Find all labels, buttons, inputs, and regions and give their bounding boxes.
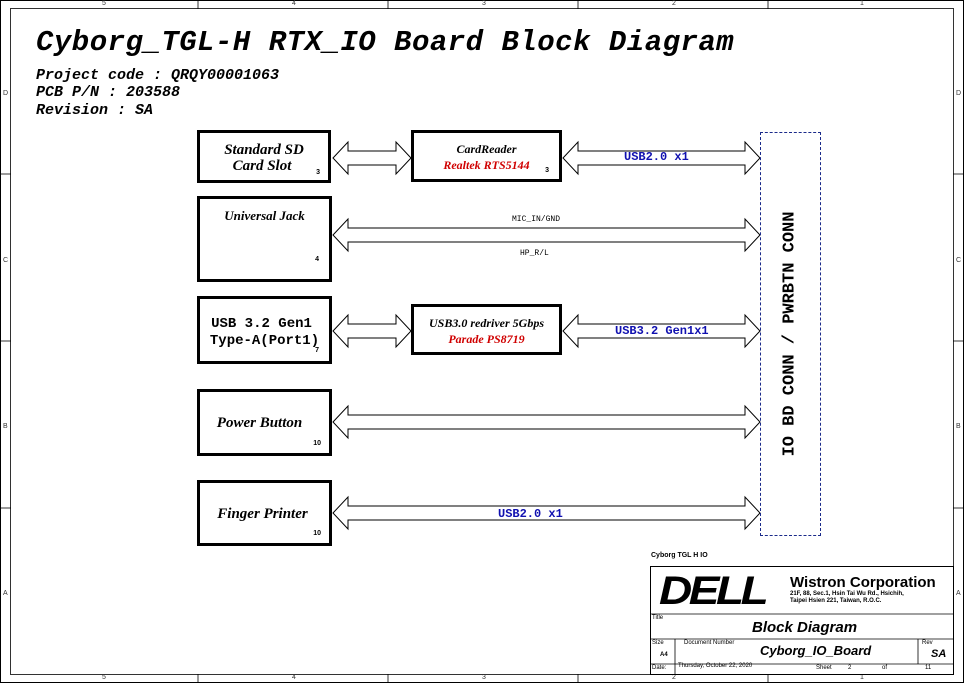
usb-block-line2: Type-A(Port1) bbox=[209, 333, 320, 349]
power-button-name: Power Button bbox=[216, 415, 303, 431]
zone-col-2: 2 bbox=[672, 0, 676, 7]
size-value: A4 bbox=[660, 652, 668, 658]
sd-block-line2: Card Slot bbox=[232, 158, 292, 174]
zone-col-4-bottom: 4 bbox=[292, 674, 296, 681]
title-label: Title bbox=[652, 615, 664, 621]
revision: Revision : SA bbox=[36, 102, 154, 119]
zone-row-a: A bbox=[3, 590, 8, 597]
sd-block-line1: Standard SD bbox=[224, 142, 304, 158]
zone-col-1-bottom: 1 bbox=[860, 674, 864, 681]
usb-type-a-block: USB 3.2 Gen1 Type-A(Port1) 7 bbox=[197, 296, 332, 364]
zone-col-4: 4 bbox=[292, 0, 296, 7]
rev-value: SA bbox=[931, 648, 947, 660]
jack-name: Universal Jack bbox=[224, 208, 305, 223]
arrow-power-conn bbox=[332, 404, 761, 440]
cardreader-bus-label: USB2.0 x1 bbox=[624, 150, 689, 164]
sheet-reference: Cyborg TGL H IO bbox=[651, 552, 708, 559]
zone-row-d-right: D bbox=[956, 90, 962, 97]
doc-number-value: Cyborg_IO_Board bbox=[760, 643, 872, 658]
title-block-frame bbox=[650, 566, 954, 675]
io-connector-label: IO BD CONN / PWRBTN CONN bbox=[780, 211, 800, 457]
redriver-name: USB3.0 redriver 5Gbps bbox=[428, 316, 544, 330]
finger-printer-name: Finger Printer bbox=[217, 506, 308, 522]
hp-signal-label: HP_R/L bbox=[520, 249, 549, 258]
zone-row-c: C bbox=[3, 257, 9, 264]
company-address-1: 21F, 88, Sec.1, Hsin Tai Wu Rd., Hsichih… bbox=[790, 591, 904, 597]
title-value: Block Diagram bbox=[752, 619, 858, 636]
usb-page-ref: 7 bbox=[315, 347, 319, 354]
of-value: 11 bbox=[925, 665, 932, 671]
rev-label: Rev bbox=[922, 640, 933, 646]
project-code: Project code : QRQY00001063 bbox=[36, 67, 280, 84]
zone-col-5: 5 bbox=[102, 0, 106, 7]
arrow-usb-redriver bbox=[332, 313, 412, 349]
size-label: Size bbox=[652, 640, 664, 646]
cardreader-block: CardReader Realtek RTS5144 3 bbox=[411, 130, 562, 182]
diagram-title: Cyborg_TGL-H RTX_IO Board Block Diagram bbox=[36, 26, 735, 59]
cardreader-part: Realtek RTS5144 bbox=[443, 158, 530, 172]
usb-block-line1: USB 3.2 Gen1 bbox=[211, 316, 312, 332]
zone-col-2-bottom: 2 bbox=[672, 674, 676, 681]
usb-redriver-block: USB3.0 redriver 5Gbps Parade PS8719 bbox=[411, 304, 562, 355]
zone-row-b-right: B bbox=[956, 423, 961, 430]
zone-row-a-right: A bbox=[956, 590, 961, 597]
finger-page-ref: 10 bbox=[313, 530, 321, 537]
pcb-part-number: PCB P/N : 203588 bbox=[36, 84, 181, 101]
cardreader-name: CardReader bbox=[456, 142, 517, 156]
jack-page-ref: 4 bbox=[315, 256, 319, 263]
zone-col-5-bottom: 5 bbox=[102, 674, 106, 681]
date-label: Date: bbox=[652, 665, 667, 671]
finger-printer-block: Finger Printer 10 bbox=[197, 480, 332, 546]
date-value: Thursday, October 22, 2020 bbox=[678, 663, 753, 669]
mic-signal-label: MIC_IN/GND bbox=[512, 215, 561, 224]
company-name: Wistron Corporation bbox=[790, 574, 936, 591]
zone-row-c-right: C bbox=[956, 257, 962, 264]
sheet-label: Sheet bbox=[816, 665, 832, 671]
zone-row-b: B bbox=[3, 423, 8, 430]
zone-row-d: D bbox=[3, 90, 9, 97]
company-address-2: Taipei Hsien 221, Taiwan, R.O.C. bbox=[790, 598, 882, 604]
power-page-ref: 10 bbox=[313, 440, 321, 447]
dell-logo: DELL bbox=[659, 569, 769, 613]
sheet-value: 2 bbox=[848, 665, 852, 671]
zone-col-1: 1 bbox=[860, 0, 864, 7]
doc-number-label: Document Number bbox=[684, 640, 735, 646]
usb-bus-label: USB3.2 Gen1x1 bbox=[615, 324, 709, 338]
zone-col-3: 3 bbox=[482, 0, 486, 7]
power-button-block: Power Button 10 bbox=[197, 389, 332, 456]
universal-jack-block: Universal Jack 4 bbox=[197, 196, 332, 282]
zone-col-3-bottom: 3 bbox=[482, 674, 486, 681]
redriver-part: Parade PS8719 bbox=[448, 332, 525, 346]
sd-page-ref: 3 bbox=[316, 169, 320, 176]
finger-bus-label: USB2.0 x1 bbox=[498, 507, 563, 521]
io-connector-block bbox=[760, 132, 821, 536]
cardreader-page-ref: 3 bbox=[545, 167, 549, 174]
arrow-sd-cardreader bbox=[332, 140, 412, 176]
of-label: of bbox=[882, 665, 888, 671]
sd-card-slot-block: Standard SD Card Slot 3 bbox=[197, 130, 331, 183]
